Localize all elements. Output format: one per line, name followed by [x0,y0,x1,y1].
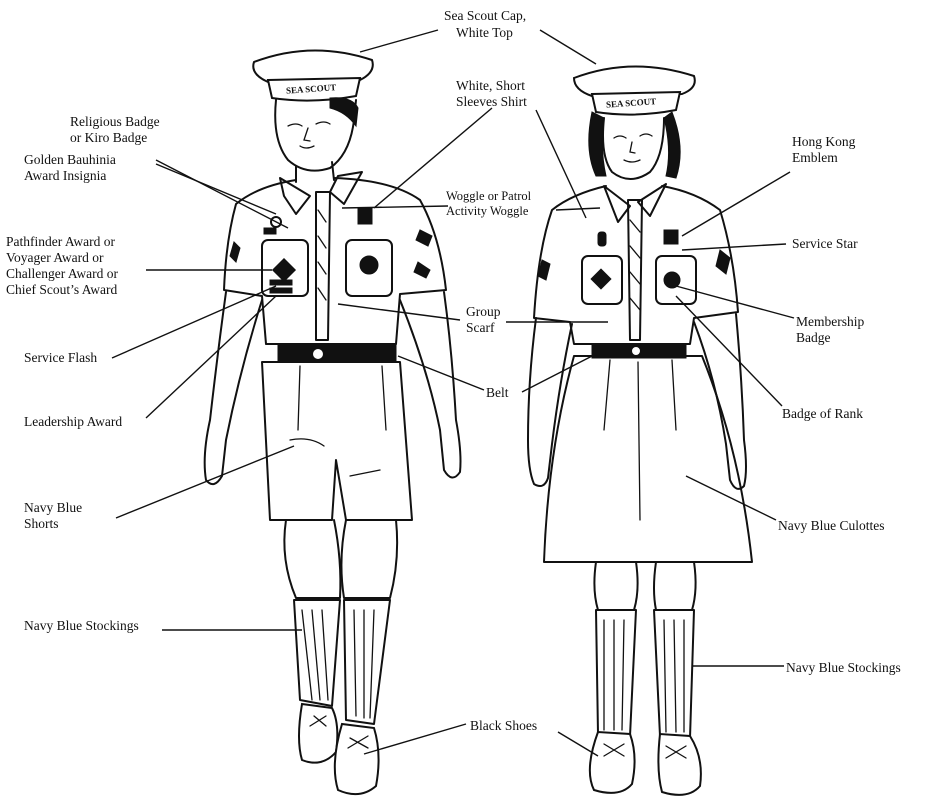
label-service-star: Service Star [792,236,858,251]
label-shirt-2: Sleeves Shirt [456,94,527,109]
label-membership-1: Membership [796,314,864,329]
label-bauhinia-1: Golden Bauhinia [24,152,116,167]
girl-culottes [544,356,752,562]
label-woggle-2: Activity Woggle [446,204,529,218]
boy-belt [278,344,396,362]
label-stockings-left: Navy Blue Stockings [24,618,139,633]
girl-shirt [534,184,738,344]
label-belt: Belt [486,385,509,400]
label-religious-1: Religious Badge [70,114,160,129]
girl-figure: SEA SCOUT [528,66,752,794]
label-shoes: Black Shoes [470,718,537,733]
label-shorts-1: Navy Blue [24,500,82,515]
label-leadership: Leadership Award [24,414,122,429]
label-cap-1: Sea Scout Cap, [444,8,526,23]
boy-head [275,98,358,182]
label-bauhinia-2: Award Insignia [24,168,106,183]
boy-cap: SEA SCOUT [253,50,373,100]
label-religious-2: or Kiro Badge [70,130,147,145]
label-shirt-1: White, Short [456,78,525,93]
label-cap-2: White Top [456,25,513,40]
label-hk-emblem-2: Emblem [792,150,838,165]
label-group-scarf-1: Group [466,304,501,319]
label-pathfinder-4: Chief Scout’s Award [6,282,117,297]
girl-cap: SEA SCOUT [574,66,695,114]
label-membership-2: Badge [796,330,831,345]
girl-legs [594,562,695,738]
label-group-scarf-2: Scarf [466,320,495,335]
label-stockings-right: Navy Blue Stockings [786,660,901,675]
girl-shoes [590,732,701,795]
label-service-flash: Service Flash [24,350,97,365]
leader-lines [112,30,794,756]
boy-figure: SEA SCOUT [205,50,461,794]
label-shorts-2: Shorts [24,516,59,531]
label-pathfinder-3: Challenger Award or [6,266,118,281]
label-hk-emblem-1: Hong Kong [792,134,856,149]
label-woggle-1: Woggle or Patrol [446,189,532,203]
boy-legs [284,520,397,724]
boy-shorts [262,362,412,520]
label-pathfinder-1: Pathfinder Award or [6,234,115,249]
label-badge-of-rank: Badge of Rank [782,406,863,421]
label-culottes: Navy Blue Culottes [778,518,885,533]
boy-arms [205,292,461,484]
boy-shoes [299,704,379,794]
girl-head [589,112,680,179]
label-pathfinder-2: Voyager Award or [6,250,104,265]
